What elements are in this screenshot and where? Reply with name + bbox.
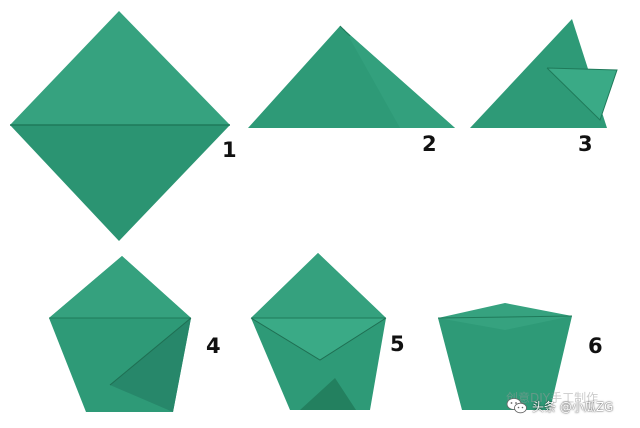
- step-5-cup: [250, 253, 387, 410]
- step-number-1: 1: [222, 138, 237, 162]
- wechat-icon: [506, 398, 527, 414]
- step-6-cup: [437, 303, 573, 410]
- watermark: 头条 @小瓜ZG: [506, 397, 613, 415]
- step-1-diamond: [10, 11, 230, 241]
- step-number-2: 2: [422, 132, 437, 156]
- step-number-4: 4: [206, 334, 221, 358]
- step-number-3: 3: [578, 132, 593, 156]
- step-2-triangle: [248, 25, 455, 128]
- background-watermark-text: 创意DIY手工制作: [506, 390, 598, 405]
- step-number-5: 5: [390, 332, 405, 356]
- step-number-6: 6: [588, 334, 603, 358]
- step-3-triangle-folded: [470, 19, 618, 128]
- watermark-text: 头条 @小瓜ZG: [532, 399, 614, 414]
- step-4-cup: [49, 256, 192, 412]
